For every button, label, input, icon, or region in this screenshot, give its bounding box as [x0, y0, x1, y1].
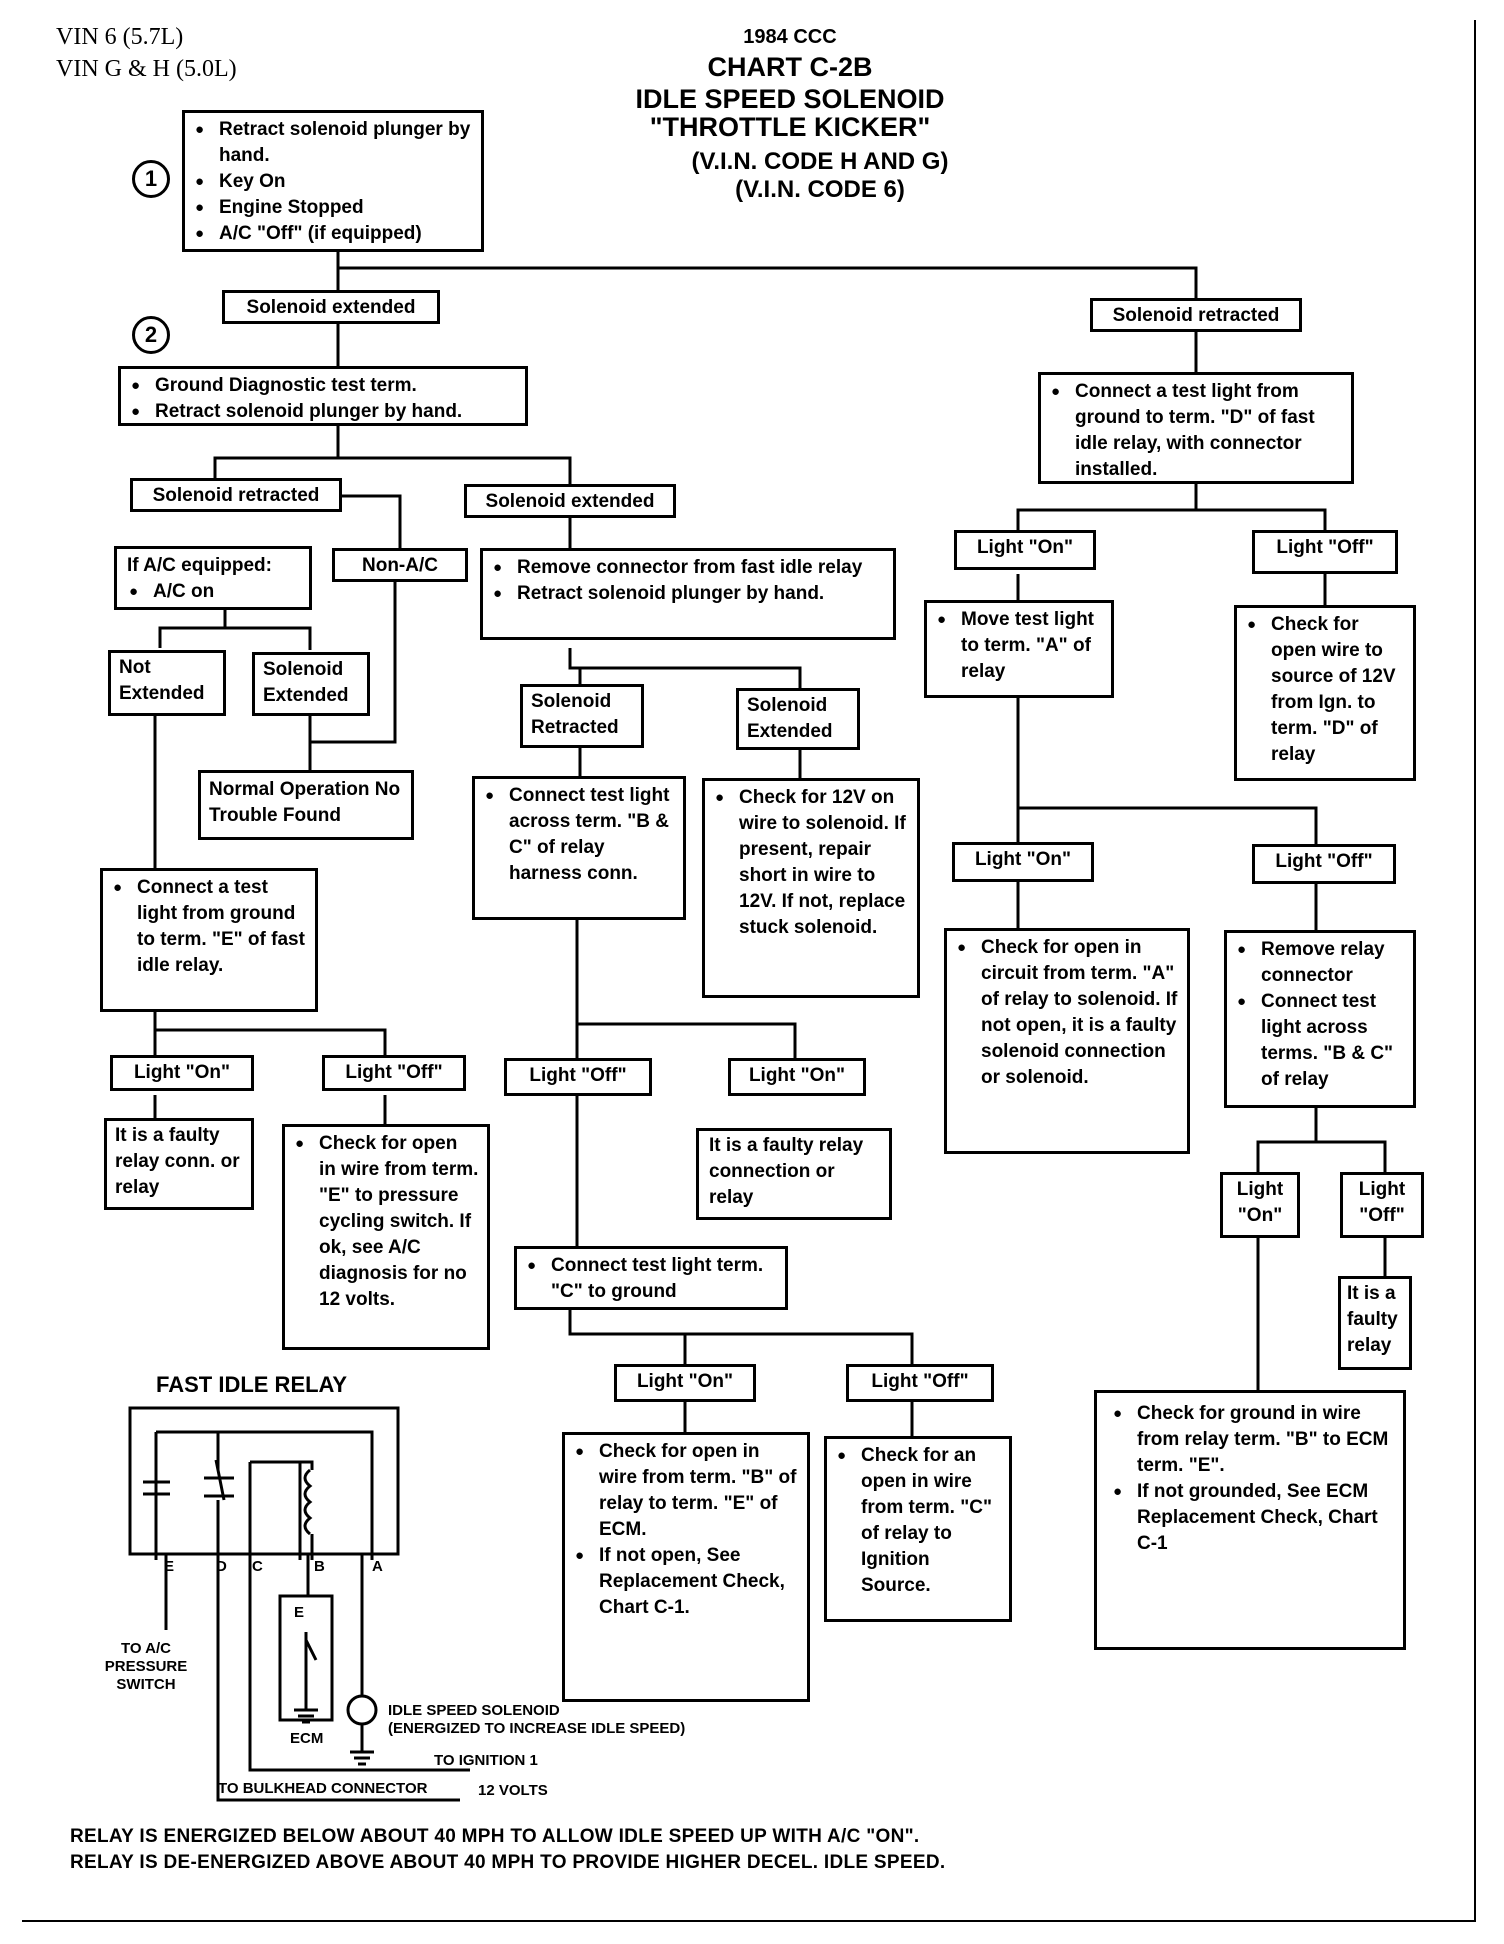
check-open-c-item: Check for an open in wire from term. "C"…	[835, 1443, 1001, 1599]
check-open-b-box: Check for open in wire from term. "B" of…	[562, 1432, 810, 1702]
vin-line-2: VIN G & H (5.0L)	[56, 56, 237, 82]
solenoid-extended-top: Solenoid extended	[222, 290, 440, 324]
connect-bc-item: Connect test light across term. "B & C" …	[483, 783, 675, 887]
terminal-a: A	[372, 1558, 383, 1575]
step2-item: Retract solenoid plunger by hand.	[129, 399, 517, 425]
remove-relay-item: Remove relay connector	[1235, 937, 1405, 989]
connect-c-box: Connect test light term. "C" to ground	[514, 1246, 788, 1310]
not-extended-box: Not Extended	[108, 650, 226, 716]
light-on-bc: Light "On"	[728, 1058, 866, 1096]
solenoid-extended-4: Solenoid Extended	[736, 688, 860, 750]
note-line-2: RELAY IS DE-ENERGIZED ABOVE ABOUT 40 MPH…	[70, 1852, 946, 1873]
idle-speed-solenoid-label: IDLE SPEED SOLENOID	[388, 1702, 560, 1719]
check-12v-box: Check for 12V on wire to solenoid. If pr…	[702, 778, 920, 998]
connect-d-item: Connect a test light from ground to term…	[1049, 379, 1343, 483]
to-ignition-label: TO IGNITION 1	[434, 1752, 538, 1769]
vin-code-hg: (V.I.N. CODE H AND G)	[691, 148, 949, 175]
step-2-box: Ground Diagnostic test term. Retract sol…	[118, 366, 528, 426]
check-open-circuit-a-box: Check for open in circuit from term. "A"…	[944, 928, 1190, 1154]
start-item: Key On	[193, 169, 473, 195]
light-off-bc2: Light "Off"	[1340, 1172, 1424, 1238]
terminal-e: E	[164, 1558, 175, 1575]
light-off-d: Light "Off"	[1252, 530, 1398, 574]
check-open-e-box: Check for open in wire from term. "E" to…	[282, 1124, 490, 1350]
faulty-relay-conn-box: It is a faulty relay conn. or relay	[104, 1118, 254, 1210]
light-on-e: Light "On"	[110, 1055, 254, 1091]
connect-e-item: Connect a test light from ground to term…	[111, 875, 307, 979]
connect-d-box: Connect a test light from ground to term…	[1038, 372, 1354, 484]
chart-title: IDLE SPEED SOLENOID	[635, 84, 945, 114]
terminal-d: D	[216, 1558, 227, 1575]
remove-relay-connector-box: Remove relay connector Connect test ligh…	[1224, 930, 1416, 1108]
check-ground-item: Check for ground in wire from relay term…	[1111, 1401, 1389, 1479]
start-item: Engine Stopped	[193, 195, 473, 221]
twelve-volts-label: 12 VOLTS	[478, 1782, 548, 1799]
light-on-a: Light "On"	[952, 842, 1094, 882]
solenoid-retracted-2: Solenoid retracted	[130, 478, 342, 512]
page-frame	[22, 20, 1476, 1922]
ac-equipped-box: If A/C equipped: A/C on	[114, 546, 312, 610]
chart-number: CHART C-2B	[707, 52, 873, 82]
ac-on-item: A/C on	[127, 579, 299, 605]
ecm-terminal-e: E	[294, 1604, 305, 1621]
step2-item: Ground Diagnostic test term.	[129, 373, 517, 399]
normal-operation-box: Normal Operation No Trouble Found	[198, 770, 414, 840]
terminal-b: B	[314, 1558, 325, 1575]
start-conditions-box: Retract solenoid plunger by hand. Key On…	[182, 110, 484, 252]
light-on-bc2: Light "On"	[1220, 1172, 1300, 1238]
connect-c-item: Connect test light term. "C" to ground	[525, 1253, 777, 1305]
remove-connector-item: Remove connector from fast idle relay	[491, 555, 885, 581]
remove-connector-item: Retract solenoid plunger by hand.	[491, 581, 885, 607]
check-open-b-item: Check for open in wire from term. "B" of…	[573, 1439, 799, 1543]
solenoid-retracted-top: Solenoid retracted	[1090, 298, 1302, 332]
solenoid-retracted-4: Solenoid Retracted	[520, 684, 644, 748]
light-on-d: Light "On"	[954, 530, 1096, 570]
faulty-relay-connection-box: It is a faulty relay connection or relay	[696, 1128, 892, 1220]
vin-code-6: (V.I.N. CODE 6)	[735, 176, 905, 203]
move-test-light-box: Move test light to term. "A" of relay	[924, 600, 1114, 698]
note-line-1: RELAY IS ENERGIZED BELOW ABOUT 40 MPH TO…	[70, 1826, 920, 1847]
remove-connector-box: Remove connector from fast idle relay Re…	[480, 548, 896, 640]
relay-diagram-title: FAST IDLE RELAY	[156, 1372, 348, 1397]
check-open-source-box: Check for open wire to source of 12V fro…	[1234, 605, 1416, 781]
check-open-b-item: If not open, See Replacement Check, Char…	[573, 1543, 799, 1621]
step-2-marker: 2	[132, 316, 170, 354]
ecm-label: ECM	[290, 1730, 324, 1747]
idle-speed-solenoid-note: (ENERGIZED TO INCREASE IDLE SPEED)	[388, 1720, 686, 1737]
terminal-c: C	[252, 1558, 263, 1575]
faulty-relay-box: It is a faulty relay	[1338, 1276, 1412, 1370]
start-item: A/C "Off" (if equipped)	[193, 221, 473, 247]
check-ground-b-box: Check for ground in wire from relay term…	[1094, 1390, 1406, 1650]
connect-test-light-e-box: Connect a test light from ground to term…	[100, 868, 318, 1012]
ac-equipped-title: If A/C equipped:	[127, 555, 272, 576]
light-on-c: Light "On"	[614, 1364, 756, 1402]
chart-year: 1984 CCC	[743, 26, 837, 48]
light-off-bc: Light "Off"	[504, 1058, 652, 1096]
check-open-source-item: Check for open wire to source of 12V fro…	[1245, 612, 1405, 768]
light-off-a: Light "Off"	[1252, 844, 1396, 884]
step-1-marker: 1	[132, 160, 170, 198]
solenoid-extended-3: Solenoid Extended	[252, 652, 370, 716]
check-12v-item: Check for 12V on wire to solenoid. If pr…	[713, 785, 909, 941]
light-off-e: Light "Off"	[322, 1055, 466, 1091]
start-item: Retract solenoid plunger by hand.	[193, 117, 473, 169]
connect-bc-box: Connect test light across term. "B & C" …	[472, 776, 686, 920]
non-ac-box: Non-A/C	[332, 548, 468, 582]
solenoid-extended-2: Solenoid extended	[464, 484, 676, 518]
check-open-circuit-a-item: Check for open in circuit from term. "A"…	[955, 935, 1179, 1091]
move-test-light-item: Move test light to term. "A" of relay	[935, 607, 1103, 685]
check-ground-item: If not grounded, See ECM Replacement Che…	[1111, 1479, 1389, 1557]
to-ac-pressure-switch: TO A/C PRESSURE SWITCH	[104, 1640, 188, 1693]
to-bulkhead-label: TO BULKHEAD CONNECTOR	[218, 1780, 428, 1797]
remove-relay-item: Connect test light across terms. "B & C"…	[1235, 989, 1405, 1093]
vin-line-1: VIN 6 (5.7L)	[56, 24, 184, 50]
check-open-c-box: Check for an open in wire from term. "C"…	[824, 1436, 1012, 1622]
light-off-c: Light "Off"	[846, 1364, 994, 1402]
check-open-e-item: Check for open in wire from term. "E" to…	[293, 1131, 479, 1313]
chart-subtitle: "THROTTLE KICKER"	[649, 112, 931, 142]
